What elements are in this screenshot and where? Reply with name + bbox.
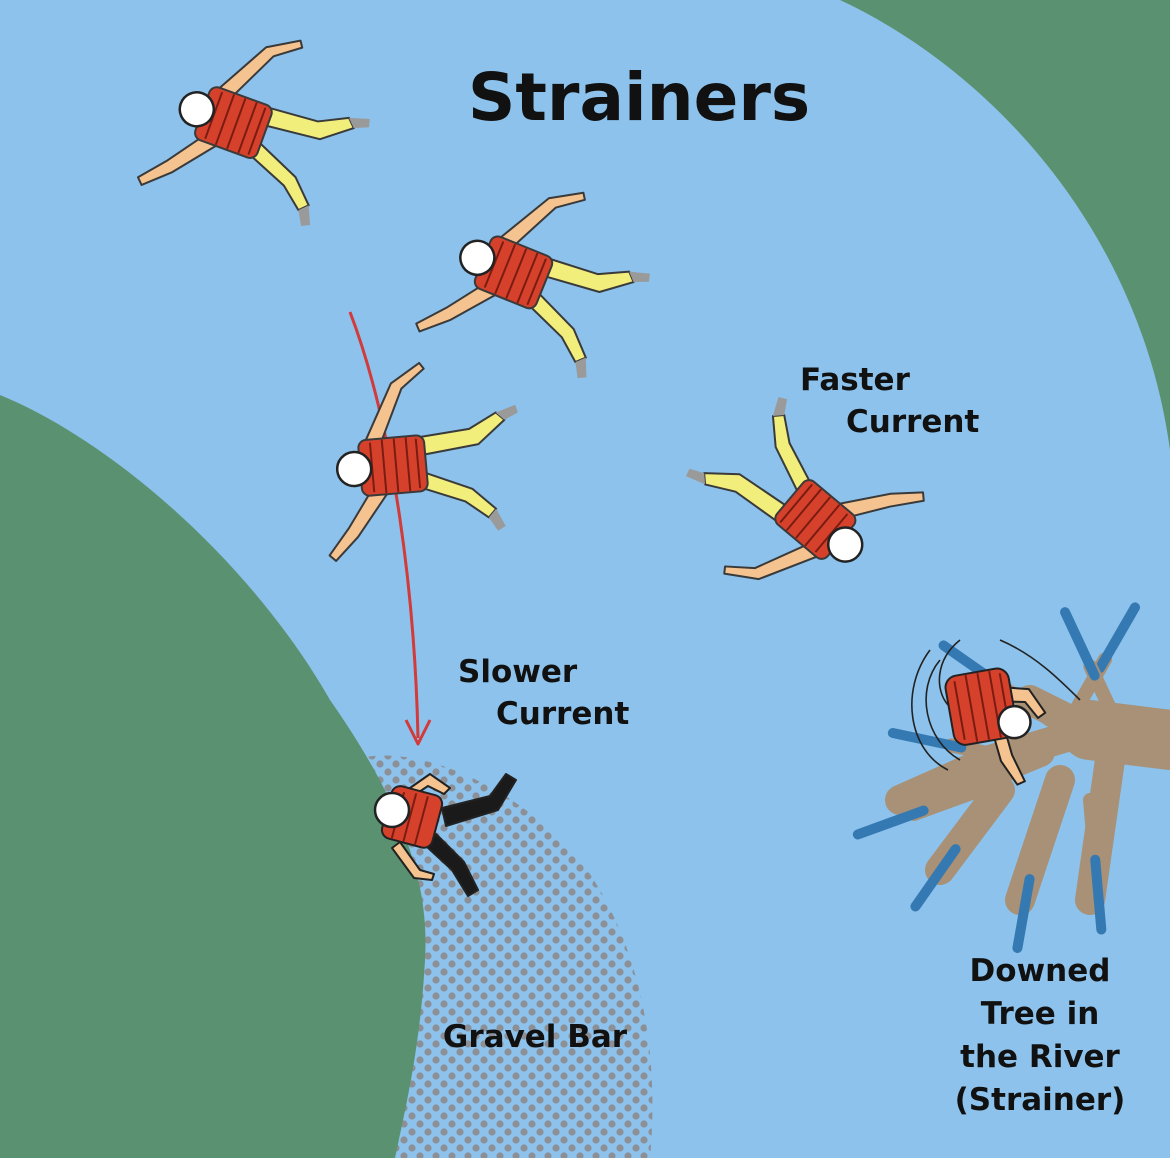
ferry-path-arrow <box>348 311 432 746</box>
svg-text:Downed: Downed <box>970 953 1111 989</box>
svg-text:Slower: Slower <box>458 654 578 690</box>
downed-tree-strainer <box>858 607 1170 948</box>
diagram-title: Strainers <box>468 59 810 136</box>
svg-text:Current: Current <box>496 696 629 732</box>
label-faster-current: Faster Current <box>800 362 979 440</box>
svg-text:the River: the River <box>960 1039 1120 1075</box>
gravel-bar <box>350 755 653 1158</box>
left-river-bank <box>0 395 426 1158</box>
right-river-bank <box>840 0 1170 450</box>
label-slower-current: Slower Current <box>458 654 629 732</box>
svg-text:(Strainer): (Strainer) <box>955 1082 1126 1118</box>
svg-text:Faster: Faster <box>800 362 911 398</box>
svg-text:Tree in: Tree in <box>981 996 1100 1032</box>
current-swirl-lines <box>911 639 1081 771</box>
svg-text:Current: Current <box>846 404 979 440</box>
label-gravel-bar: Gravel Bar <box>443 1019 628 1055</box>
label-downed-tree: Downed Tree in the River (Strainer) <box>955 953 1126 1118</box>
